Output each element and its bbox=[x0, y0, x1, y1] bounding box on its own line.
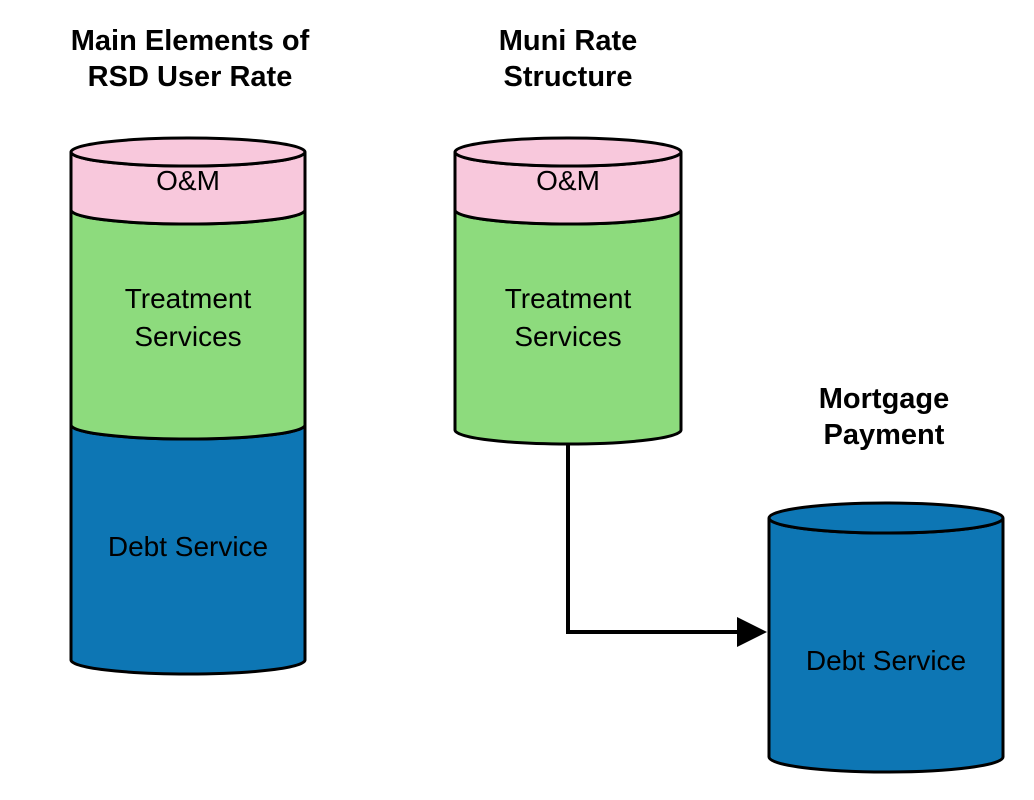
right-cylinder-title: Mortgage Payment bbox=[819, 383, 950, 451]
middle-treatment-label-line2: Services bbox=[514, 321, 621, 352]
right-debt-label: Debt Service bbox=[806, 645, 966, 676]
middle-om-label: O&M bbox=[536, 165, 600, 196]
left-cylinder-title: Main Elements of RSD User Rate bbox=[71, 25, 310, 93]
middle-cylinder-title: Muni Rate Structure bbox=[499, 25, 638, 93]
middle-treatment-label-line1: Treatment bbox=[505, 283, 632, 314]
left-cylinder: O&M Treatment Services Debt Service bbox=[69, 136, 307, 676]
left-debt-label: Debt Service bbox=[108, 531, 268, 562]
connector-arrow bbox=[566, 443, 767, 647]
left-title-line2: RSD User Rate bbox=[88, 61, 293, 93]
middle-cylinder-top-ellipse bbox=[453, 136, 683, 168]
right-title-line1: Mortgage bbox=[819, 383, 950, 415]
left-treatment-label-line1: Treatment bbox=[125, 283, 252, 314]
left-om-label: O&M bbox=[156, 165, 220, 196]
left-cylinder-top-ellipse bbox=[69, 136, 307, 168]
left-title-line1: Main Elements of bbox=[71, 25, 310, 57]
middle-cylinder: O&M Treatment Services bbox=[453, 136, 683, 446]
right-cylinder: Debt Service bbox=[767, 501, 1005, 774]
middle-title-line1: Muni Rate bbox=[499, 25, 638, 57]
arrow-line bbox=[566, 443, 740, 634]
right-cylinder-top-ellipse bbox=[767, 501, 1005, 535]
arrow-head-icon bbox=[737, 617, 767, 647]
right-title-line2: Payment bbox=[824, 419, 945, 451]
middle-title-line2: Structure bbox=[504, 61, 633, 93]
left-treatment-label-line2: Services bbox=[134, 321, 241, 352]
